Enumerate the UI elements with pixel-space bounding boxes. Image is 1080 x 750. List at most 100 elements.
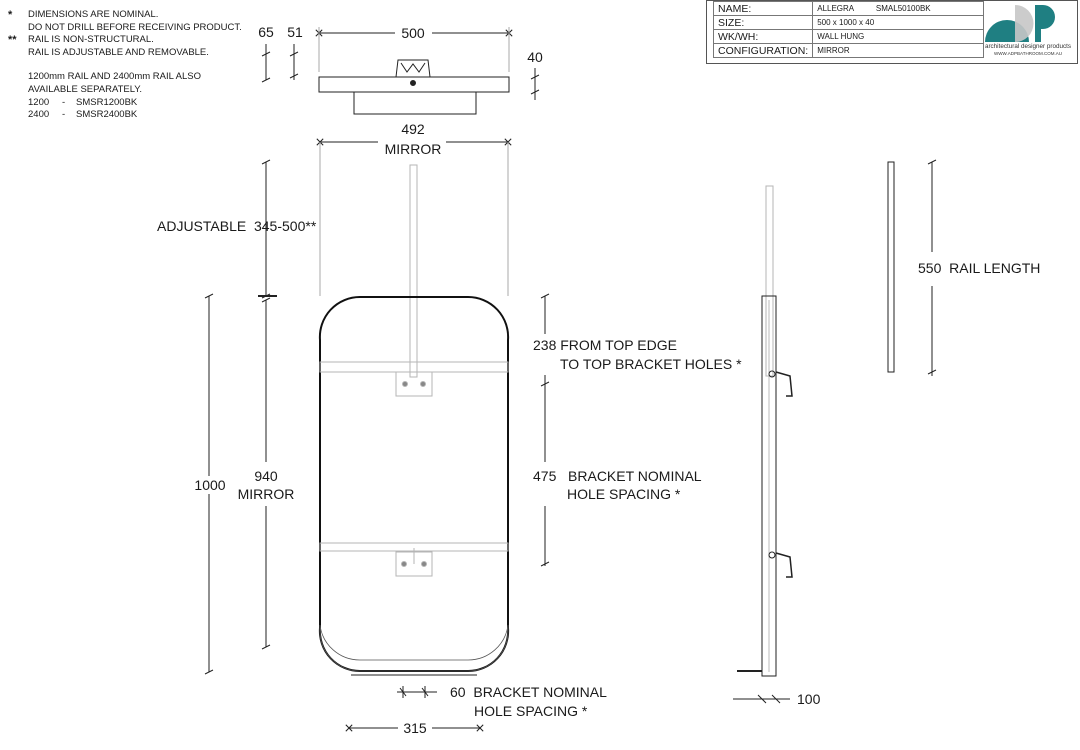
dim-492-caption: MIRROR [385,141,442,157]
tick [540,561,550,567]
bracket-plate [395,371,433,397]
bracket-hole-icon [420,381,426,387]
dim-550 [927,159,937,376]
side-screw-icon [768,551,776,559]
dim-315-label: 315 [403,720,427,736]
rail-dash: - [62,109,66,121]
dim-65-51 [261,44,299,83]
bracket-hole-icon [421,561,427,567]
tick [261,159,271,165]
top-view-bracket [400,62,426,73]
note-text: DO NOT DRILL BEFORE RECEIVING PRODUCT. [28,21,242,33]
title-key: SIZE: [712,15,814,30]
note-text: RAIL IS ADJUSTABLE AND REMOVABLE. [28,46,209,58]
note-text: AVAILABLE SEPARATELY. [28,83,143,95]
note-star: * [8,9,13,21]
dim-100-label: 100 [797,691,821,707]
bracket-hole-icon [401,561,407,567]
title-row: CONFIGURATION: MIRROR [712,43,985,58]
bottom-bracket [319,542,509,577]
note-text: DIMENSIONS ARE NOMINAL. [28,9,159,20]
mirror-bottom-ledge [319,624,509,672]
logo-shape-p [1035,5,1055,42]
dim-1000-label: 1000 [194,477,225,493]
tick [204,669,214,675]
note-row: * DIMENSIONS ARE NOMINAL. [8,9,242,22]
tick [927,369,937,375]
top-view-hanger [395,59,431,78]
bracket-bar [319,361,509,373]
side-screw-icon [768,370,776,378]
title-table: NAME: ALLEGRA SMAL50100BK SIZE: 500 x 10… [712,1,985,58]
dim-475-caption: HOLE SPACING * [567,486,681,502]
general-notes: * DIMENSIONS ARE NOMINAL. DO NOT DRILL B… [8,9,242,122]
dim-60 [397,686,437,698]
note-row: DO NOT DRILL BEFORE RECEIVING PRODUCT. [8,22,242,35]
tick [261,77,271,83]
adjustable-label: ADJUSTABLE 345-500** [157,218,317,234]
dim-100 [733,694,790,704]
dim-60-label: 60 BRACKET NOMINAL [450,684,607,700]
tick [757,694,767,704]
side-bottom-bracket [775,552,793,578]
tick [927,159,937,165]
dim-500-label: 500 [401,25,425,41]
tick [289,51,299,57]
side-top-bracket [775,371,793,397]
dim-238-label: 238 FROM TOP EDGE [533,337,677,353]
label-bg [192,476,228,494]
dim-940-label: 940 [254,468,278,484]
tick [540,293,550,299]
title-key: CONFIGURATION: [712,43,814,58]
dim-492 [316,138,512,296]
logo-url: WWW.ADPBATHROOM.COM.AU [994,51,1062,56]
tick [289,73,299,79]
dim-238-475 [540,293,550,567]
rail-length: 2400 [28,109,50,121]
hanging-rail [409,164,418,378]
note-row: AVAILABLE SEPARATELY. [8,84,242,97]
dim-40-label: 40 [527,49,543,65]
dim-475-label: 475 BRACKET NOMINAL [533,468,702,484]
rail-dash: - [62,96,66,108]
tick [261,297,271,303]
title-value: MIRROR [812,43,985,58]
tick [261,644,271,650]
top-view-rail-bar [353,91,477,115]
tick [530,89,540,95]
tick [771,694,781,704]
rail-code-row: 1200-SMSR1200BK [8,97,242,110]
note-star: ** [8,34,17,47]
dim-51-label: 51 [287,24,303,40]
side-view [737,185,793,677]
top-bracket [319,361,509,397]
title-key: NAME: [712,1,814,16]
note-text: RAIL IS NON-STRUCTURAL. [28,34,154,46]
dim-500 [315,27,513,72]
title-row: NAME: ALLEGRA SMAL50100BK [712,1,985,16]
adp-logo-icon [985,5,1055,43]
tick [261,51,271,57]
mirror-outline [318,295,510,673]
note-row: 1200mm RAIL AND 2400mm RAIL ALSO [8,71,242,84]
title-row: WK/WH: WALL HUNG [712,29,985,44]
rail-code-row: 2400-SMSR2400BK [8,109,242,122]
dim-40 [530,68,540,100]
side-mirror-body [761,295,777,677]
rail-detail [887,161,895,373]
logo-text: architectural designer products [984,43,1072,50]
top-view-screw-icon [410,80,416,86]
title-block: NAME: ALLEGRA SMAL50100BK SIZE: 500 x 10… [706,0,1078,64]
dim-65-label: 65 [258,24,274,40]
note-row: RAIL IS ADJUSTABLE AND REMOVABLE. [8,47,242,60]
dim-238-caption: TO TOP BRACKET HOLES * [560,356,742,372]
top-view [318,59,510,115]
dim-940 [261,297,271,650]
title-row: SIZE: 500 x 1000 x 40 [712,15,985,30]
rail-length: 1200 [28,96,50,108]
bracket-hole-icon [402,381,408,387]
dim-940-caption: MIRROR [238,486,295,502]
note-row: ** RAIL IS NON-STRUCTURAL. [8,34,242,47]
